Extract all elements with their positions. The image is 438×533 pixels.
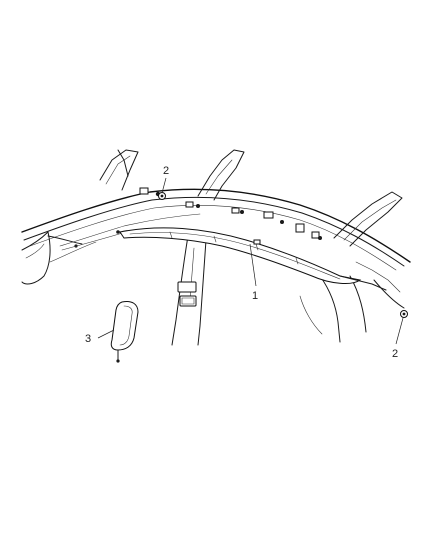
rail-clips xyxy=(74,187,322,248)
leader-line-2-top xyxy=(161,177,167,194)
callout-2-right: 2 xyxy=(392,348,398,360)
callout-3: 3 xyxy=(85,333,91,345)
fastener-top xyxy=(158,192,166,200)
leader-line-2-right xyxy=(395,317,404,345)
leader-line-3 xyxy=(97,329,115,339)
leader-line-1 xyxy=(249,243,257,287)
curtain-airbag xyxy=(119,227,387,291)
callout-1: 1 xyxy=(252,290,258,302)
seat-airbag-module xyxy=(110,301,139,363)
fastener-right xyxy=(400,310,408,318)
callout-2-top: 2 xyxy=(163,165,169,177)
callout-labels: 1 2 2 3 xyxy=(85,165,398,360)
vehicle-body-structure xyxy=(21,149,411,346)
leader-lines xyxy=(97,177,404,345)
